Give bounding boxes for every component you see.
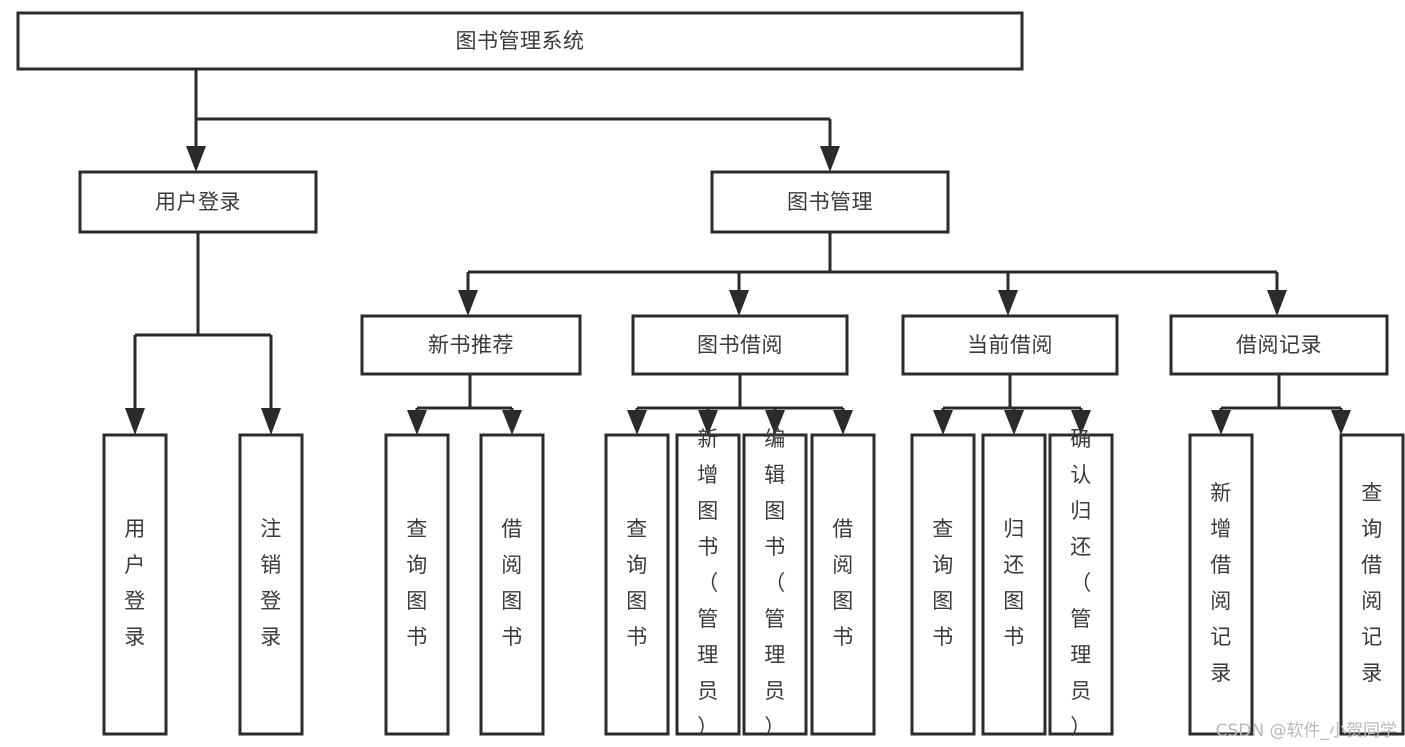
node-current-borrow-label: 当前借阅: [967, 333, 1053, 357]
node-root-label: 图书管理系统: [456, 29, 585, 53]
node-new-book-recommend-box[interactable]: [360, 314, 582, 376]
node-user-login-label: 用户登录: [155, 190, 241, 214]
node-leaf-user-login[interactable]: 用户登录: [102, 433, 168, 736]
node-leaf-add-borrow-record[interactable]: 新增借阅记录: [1188, 433, 1254, 736]
arrow-head-l2-0: [458, 290, 478, 316]
node-new-book-recommend-label: 新书推荐: [428, 333, 514, 357]
node-book-borrow-box[interactable]: [631, 314, 849, 376]
node-leaf-borrow-book-b[interactable]: 借阅图书: [810, 433, 876, 736]
node-root-box[interactable]: [16, 11, 1024, 71]
node-leaf-return-book[interactable]: 归还图书: [981, 433, 1047, 736]
node-root[interactable]: 图书管理系统: [16, 11, 1024, 71]
node-leaf-borrow-book-a-box[interactable]: [479, 433, 545, 736]
node-leaf-borrow-book-b-box[interactable]: [810, 433, 876, 736]
node-leaf-add-book-admin-label: 新增图书（管理员）: [697, 427, 719, 739]
arrow-head-l3-5: [698, 410, 718, 435]
arrow-head-l3-8: [933, 410, 953, 435]
node-book-management-label: 图书管理: [787, 190, 873, 214]
node-leaf-confirm-return-admin-box[interactable]: [1048, 433, 1114, 736]
node-leaf-logout-label: 注销登录: [260, 517, 282, 649]
arrow-head-l3-3: [502, 410, 522, 435]
node-leaf-query-book-a[interactable]: 查询图书: [384, 433, 450, 736]
node-leaf-query-borrow-record-box[interactable]: [1339, 433, 1405, 736]
node-new-book-recommend[interactable]: 新书推荐: [360, 314, 582, 376]
arrow-head-l3-0: [125, 408, 145, 435]
arrow-head-l3-12: [1331, 410, 1351, 435]
arrow-head-l2-1: [729, 290, 749, 316]
node-leaf-query-book-b[interactable]: 查询图书: [604, 433, 670, 736]
node-user-login-box[interactable]: [78, 170, 318, 234]
node-book-borrow-label: 图书借阅: [697, 333, 783, 357]
node-leaf-query-borrow-record[interactable]: 查询借阅记录: [1339, 433, 1405, 736]
node-leaf-query-book-a-label: 查询图书: [406, 517, 428, 649]
node-leaf-query-borrow-record-label: 查询借阅记录: [1361, 481, 1383, 685]
node-leaf-user-login-box[interactable]: [102, 433, 168, 736]
node-leaf-user-login-label: 用户登录: [124, 517, 146, 649]
node-leaf-borrow-book-a-label: 借阅图书: [501, 517, 523, 649]
node-borrow-record[interactable]: 借阅记录: [1169, 314, 1389, 376]
node-leaf-query-book-a-box[interactable]: [384, 433, 450, 736]
node-user-login[interactable]: 用户登录: [78, 170, 318, 234]
node-leaf-edit-book-admin[interactable]: 编辑图书（管理员）: [742, 427, 808, 739]
node-current-borrow-box[interactable]: [901, 314, 1119, 376]
node-leaf-logout[interactable]: 注销登录: [238, 433, 304, 736]
arrow-head-l3-10: [1071, 410, 1091, 435]
node-leaf-query-book-b-box[interactable]: [604, 433, 670, 736]
node-leaf-confirm-return-admin[interactable]: 确认归还（管理员）: [1048, 427, 1114, 739]
node-leaf-logout-box[interactable]: [238, 433, 304, 736]
node-leaf-return-book-label: 归还图书: [1003, 517, 1025, 649]
node-leaf-add-borrow-record-box[interactable]: [1188, 433, 1254, 736]
arrow-head-l2-2: [998, 290, 1018, 316]
node-leaf-edit-book-admin-box[interactable]: [742, 433, 808, 736]
arrow-head-l2-3: [1267, 290, 1287, 316]
arrow-head-user-login: [186, 146, 206, 172]
node-leaf-edit-book-admin-label: 编辑图书（管理员）: [764, 427, 786, 739]
node-leaf-add-book-admin-box[interactable]: [675, 433, 741, 736]
node-leaf-query-book-b-label: 查询图书: [626, 517, 648, 649]
arrow-head-l3-9: [1004, 410, 1024, 435]
arrow-head-l3-11: [1211, 410, 1231, 435]
node-book-management[interactable]: 图书管理: [710, 170, 950, 234]
node-layer: 图书管理系统 用户登录 图书管理 新书推荐 图书借阅 当前: [16, 11, 1405, 739]
node-borrow-record-box[interactable]: [1169, 314, 1389, 376]
node-book-management-box[interactable]: [710, 170, 950, 234]
node-leaf-return-book-box[interactable]: [981, 433, 1047, 736]
node-current-borrow[interactable]: 当前借阅: [901, 314, 1119, 376]
arrow-head-l3-6: [765, 410, 785, 435]
node-leaf-borrow-book-a[interactable]: 借阅图书: [479, 433, 545, 736]
node-leaf-query-book-c-label: 查询图书: [932, 517, 954, 649]
node-book-borrow[interactable]: 图书借阅: [631, 314, 849, 376]
node-borrow-record-label: 借阅记录: [1236, 333, 1322, 357]
node-leaf-add-book-admin[interactable]: 新增图书（管理员）: [675, 427, 741, 739]
node-leaf-add-borrow-record-label: 新增借阅记录: [1210, 481, 1232, 685]
node-leaf-confirm-return-admin-label: 确认归还（管理员）: [1070, 427, 1092, 739]
node-leaf-borrow-book-b-label: 借阅图书: [832, 517, 854, 649]
connector-layer: [125, 69, 1351, 435]
arrow-head-book-manage: [820, 146, 840, 172]
arrow-head-l3-4: [627, 410, 647, 435]
node-leaf-query-book-c-box[interactable]: [910, 433, 976, 736]
csdn-watermark: CSDN @软件_小贺同学: [1215, 721, 1397, 741]
arrow-head-l3-7: [833, 410, 853, 435]
arrow-head-l3-1: [261, 408, 281, 435]
node-leaf-query-book-c[interactable]: 查询图书: [910, 433, 976, 736]
arrow-head-l3-2: [407, 410, 427, 435]
